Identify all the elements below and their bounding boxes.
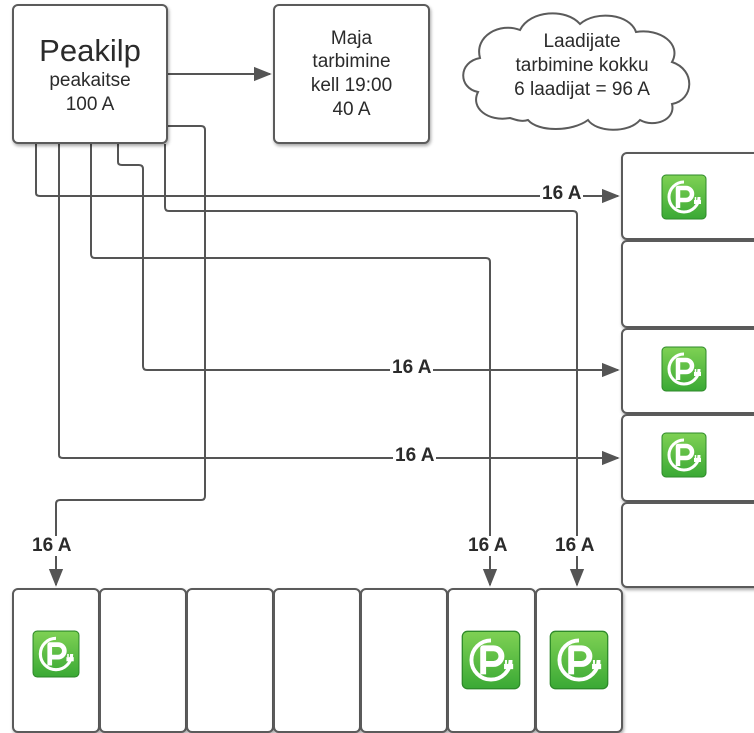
ev-charger-icon — [661, 174, 707, 220]
parking-slot-bottom-7 — [535, 588, 623, 733]
wire-bottom-right — [164, 144, 585, 587]
parking-slot-bottom-2 — [99, 588, 187, 733]
parking-slot-bottom-1 — [12, 588, 100, 733]
wire-bottom-mid — [90, 144, 498, 587]
house-line4: 40 A — [332, 98, 371, 120]
parking-slot-bottom-4 — [273, 588, 361, 733]
parking-slot-right-1 — [621, 152, 754, 240]
main-panel-line2: 100 A — [65, 93, 115, 115]
house-line2: tarbimine — [312, 51, 391, 73]
main-panel-line1: peakaitse — [49, 69, 131, 91]
parking-slot-bottom-5 — [360, 588, 448, 733]
cloud-line2: tarbimine kokku — [515, 55, 649, 77]
wire-label-right-mid: 16 A — [390, 357, 434, 378]
wire-label-bottom-left: 16 A — [30, 535, 74, 556]
wire-label-right-low: 16 A — [393, 445, 437, 466]
parking-slot-right-5 — [621, 502, 754, 588]
wire-right-low — [58, 144, 620, 466]
cloud-line1: Laadijate — [543, 31, 621, 53]
parking-slot-right-2 — [621, 240, 754, 328]
parking-slot-bottom-3 — [186, 588, 274, 733]
parking-slot-right-3 — [621, 328, 754, 414]
ev-charger-icon — [461, 630, 521, 690]
ev-charger-icon — [661, 346, 707, 392]
parking-slot-bottom-6 — [447, 588, 536, 733]
main-panel-title: Peakilp — [39, 32, 141, 68]
parking-slot-right-4 — [621, 414, 754, 502]
house-line1: Maja — [330, 27, 373, 49]
charger-total-cloud: Laadijate tarbimine kokku 6 laadijat = 9… — [476, 14, 688, 118]
house-line3: kell 19:00 — [310, 75, 393, 96]
ev-charger-icon — [549, 630, 609, 690]
wire-bottom-left — [48, 125, 206, 587]
main-panel-box: Peakilp peakaitse 100 A — [12, 4, 168, 144]
cloud-line3: 6 laadijat = 96 A — [514, 78, 650, 100]
wire-label-right-top: 16 A — [540, 183, 584, 204]
wire-label-bottom-mid: 16 A — [466, 535, 510, 556]
house-consumption-box: Maja tarbimine kell 19:00 40 A — [273, 4, 430, 144]
ev-charger-icon — [32, 630, 80, 678]
wire-right-top — [35, 144, 620, 204]
wire-label-bottom-right: 16 A — [553, 535, 597, 556]
ev-charger-icon — [661, 432, 707, 478]
wire-right-mid — [117, 144, 620, 378]
